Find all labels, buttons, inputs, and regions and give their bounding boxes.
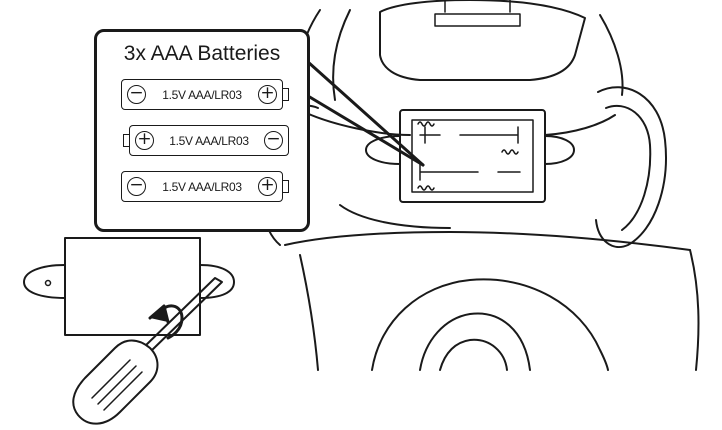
positive-terminal-icon: + bbox=[258, 177, 277, 196]
spring-contact-icon bbox=[417, 121, 435, 127]
callout-title: 3x AAA Batteries bbox=[123, 42, 281, 65]
battery-terminal-nub bbox=[283, 180, 289, 193]
toy-body-outline bbox=[258, 0, 700, 371]
battery-label: 1.5V AAA/LR03 bbox=[162, 179, 242, 194]
battery-2: + 1.5V AAA/LR03 − bbox=[123, 125, 289, 156]
rotate-arrow-icon bbox=[148, 304, 184, 340]
battery-cover bbox=[23, 237, 235, 336]
battery-1: − 1.5V AAA/LR03 + bbox=[121, 79, 289, 110]
battery-label: 1.5V AAA/LR03 bbox=[169, 133, 249, 148]
battery-compartment bbox=[399, 109, 546, 203]
positive-terminal-icon: + bbox=[258, 85, 277, 104]
negative-terminal-icon: − bbox=[127, 177, 146, 196]
battery-callout-box: 3x AAA Batteries − 1.5V AAA/LR03 + + 1.5… bbox=[94, 29, 310, 232]
spring-contact-icon bbox=[501, 149, 519, 155]
battery-terminal-nub bbox=[123, 134, 129, 147]
spring-contact-icon bbox=[417, 185, 435, 191]
positive-terminal-icon: + bbox=[135, 131, 154, 150]
negative-terminal-icon: − bbox=[127, 85, 146, 104]
screwdriver-icon bbox=[72, 277, 223, 425]
battery-3: − 1.5V AAA/LR03 + bbox=[121, 171, 289, 202]
callout-pointer bbox=[306, 60, 425, 167]
battery-label: 1.5V AAA/LR03 bbox=[162, 87, 242, 102]
negative-terminal-icon: − bbox=[264, 131, 283, 150]
battery-terminal-nub bbox=[283, 88, 289, 101]
